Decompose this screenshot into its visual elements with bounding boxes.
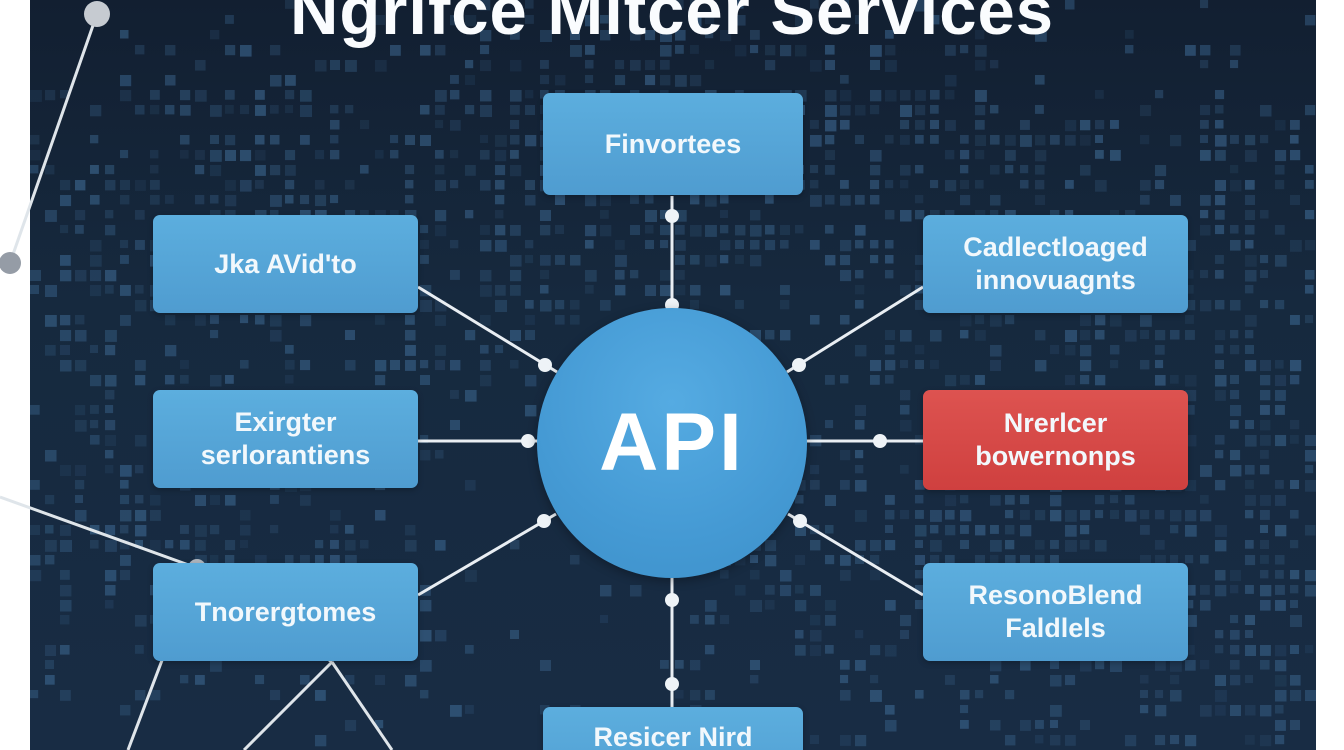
api-hub-label: API [599,397,745,488]
node-right-bottom-label-line2: Faldlels [1005,613,1106,643]
node-bottom: Resicer Nird [543,707,803,750]
node-left-top: Jka AVid'to [153,215,418,313]
node-right-bottom: ResonoBlend Faldlels [923,563,1188,661]
node-left-top-label: Jka AVid'to [214,248,357,279]
node-right-middle: Nrerlcer bowernonps [923,390,1188,490]
node-right-top: Cadlectloaged innovuagnts [923,215,1188,313]
node-left-middle-label-line1: Exirgter [234,407,337,438]
node-right-top-label-line1: Cadlectloaged [963,232,1148,263]
node-right-top-label-line2: innovuagnts [975,265,1136,295]
node-right-middle-label-line2: bowernonps [975,441,1136,471]
api-hub-circle: API [537,308,807,578]
node-bottom-label: Resicer Nird [593,722,753,750]
page-title: Ngrifce Mitcer Services [289,0,1055,49]
node-left-bottom-label: Tnorergtomes [194,596,377,627]
node-top: Finvortees [543,93,803,195]
node-top-label: Finvortees [604,128,742,159]
node-left-middle: Exirgter serlorantiens [153,390,418,488]
node-right-bottom-label-line1: ResonoBlend [968,580,1143,611]
node-right-middle-label-line1: Nrerlcer [1003,408,1108,439]
left-edge-strip [0,0,30,750]
right-edge-strip [1316,0,1344,750]
node-left-bottom: Tnorergtomes [153,563,418,661]
node-left-middle-label-line2: serlorantiens [200,440,371,470]
